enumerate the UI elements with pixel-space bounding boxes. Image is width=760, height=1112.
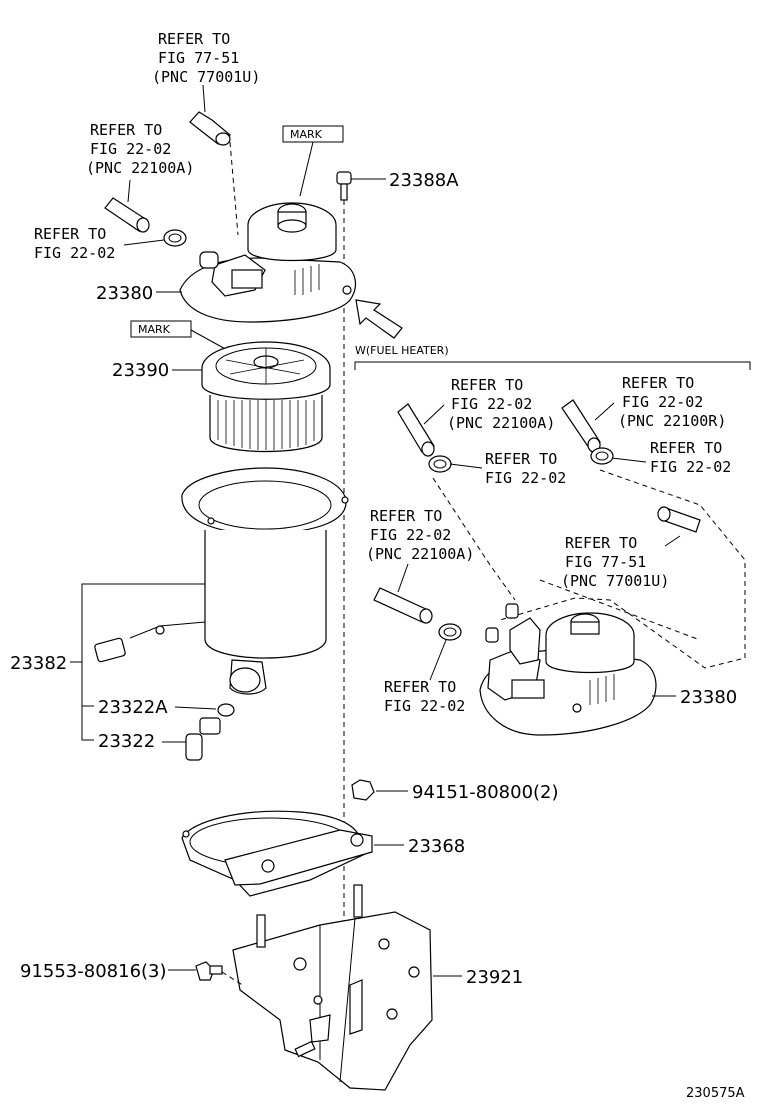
hose-heater-d	[657, 506, 701, 547]
svg-text:(PNC 77001U): (PNC 77001U)	[152, 68, 260, 86]
screw-23388a: 23388A	[336, 170, 459, 201]
svg-text:23322A: 23322A	[98, 697, 168, 718]
hose-heater-a	[397, 403, 445, 457]
o-ring-23322a	[174, 703, 235, 717]
svg-text:94151-80800(2): 94151-80800(2)	[412, 782, 559, 803]
svg-text:23390: 23390	[112, 360, 169, 381]
svg-text:REFER TO: REFER TO	[370, 507, 442, 525]
svg-text:23921: 23921	[466, 967, 523, 988]
filter-case-23382	[94, 467, 349, 695]
heater-dashed-routing	[432, 469, 746, 669]
svg-text:REFER TO: REFER TO	[34, 225, 106, 243]
svg-text:REFER TO: REFER TO	[485, 450, 557, 468]
hose-heater-c	[373, 563, 433, 624]
ref-fig-22-02-pnc-22100a-heater-lower: REFER TO FIG 22-02 (PNC 22100A)	[366, 507, 474, 563]
ref-fig-22-02-pnc-22100a-top: REFER TO FIG 22-02 (PNC 22100A)	[86, 121, 194, 177]
filter-housing-23380-heater: 23380	[479, 603, 737, 736]
ref-fig-77-51-top: REFER TO FIG 77-51 (PNC 77001U)	[152, 30, 260, 86]
ref-fig-22-02-pnc-22100a-heater: REFER TO FIG 22-02 (PNC 22100A)	[447, 376, 555, 432]
svg-text:REFER TO: REFER TO	[90, 121, 162, 139]
svg-text:(PNC 77001U): (PNC 77001U)	[561, 572, 669, 590]
svg-text:FIG 22-02: FIG 22-02	[622, 393, 703, 411]
bolt-91553: 91553-80816(3)	[20, 961, 245, 987]
svg-text:FIG 22-02: FIG 22-02	[90, 140, 171, 158]
svg-text:MARK: MARK	[138, 323, 171, 336]
figure-id: 230575A	[686, 1086, 745, 1101]
clamp-heater-b	[590, 447, 647, 465]
fuel-heater-variant-bracket: W(FUEL HEATER)	[354, 344, 751, 370]
svg-text:23382: 23382	[10, 653, 67, 674]
ref-fig-22-02-pnc-22100r: REFER TO FIG 22-02 (PNC 22100R)	[618, 374, 726, 430]
svg-text:23380: 23380	[680, 687, 737, 708]
svg-text:(PNC 22100A): (PNC 22100A)	[447, 414, 555, 432]
svg-text:FIG 77-51: FIG 77-51	[158, 49, 239, 67]
ref-fig-22-02-clamp-heater-a: REFER TO FIG 22-02	[485, 450, 566, 487]
ref-fig-22-02-clamp-heater-b: REFER TO FIG 22-02	[650, 439, 731, 476]
svg-text:23368: 23368	[408, 836, 465, 857]
svg-text:FIG 22-02: FIG 22-02	[370, 526, 451, 544]
clamp-heater-a	[428, 455, 483, 473]
filter-element-23390: 23390	[112, 341, 331, 453]
svg-text:FIG 22-02: FIG 22-02	[384, 697, 465, 715]
svg-text:REFER TO: REFER TO	[384, 678, 456, 696]
bracket-23921: 23921	[232, 884, 523, 1091]
hose-upper-left	[104, 179, 150, 233]
mark-label-filter: MARK	[130, 320, 239, 357]
hose-top	[189, 84, 239, 236]
arrow-front-indicator	[355, 299, 403, 339]
nut-94151: 94151-80800(2)	[351, 779, 559, 803]
svg-text:(PNC 22100A): (PNC 22100A)	[366, 545, 474, 563]
clamp-upper-left	[123, 229, 187, 247]
svg-text:FIG 77-51: FIG 77-51	[565, 553, 646, 571]
svg-text:REFER TO: REFER TO	[650, 439, 722, 457]
svg-text:REFER TO: REFER TO	[622, 374, 694, 392]
svg-text:FIG 22-02: FIG 22-02	[451, 395, 532, 413]
svg-text:REFER TO: REFER TO	[158, 30, 230, 48]
ref-fig-22-02-clamp-top: REFER TO FIG 22-02	[34, 225, 115, 262]
svg-text:23380: 23380	[96, 283, 153, 304]
ref-fig-77-51-heater: REFER TO FIG 77-51 (PNC 77001U)	[561, 534, 669, 590]
svg-text:W(FUEL HEATER): W(FUEL HEATER)	[355, 344, 449, 357]
svg-text:FIG 22-02: FIG 22-02	[485, 469, 566, 487]
svg-text:REFER TO: REFER TO	[565, 534, 637, 552]
svg-text:91553-80816(3): 91553-80816(3)	[20, 961, 167, 982]
bracket-23368: 23368	[181, 810, 465, 897]
svg-text:23388A: 23388A	[389, 170, 459, 191]
ref-fig-22-02-clamp-heater-c: REFER TO FIG 22-02	[384, 678, 465, 715]
part-group-bracket: 23382 23322A 23322	[10, 583, 205, 752]
svg-text:23322: 23322	[98, 731, 155, 752]
mark-label-housing: MARK	[282, 125, 344, 197]
sensor-23322	[162, 717, 221, 761]
svg-text:MARK: MARK	[290, 128, 323, 141]
filter-housing-23380: 23380	[96, 202, 357, 323]
svg-text:(PNC 22100R): (PNC 22100R)	[618, 412, 726, 430]
svg-text:FIG 22-02: FIG 22-02	[34, 244, 115, 262]
svg-text:REFER TO: REFER TO	[451, 376, 523, 394]
svg-text:(PNC 22100A): (PNC 22100A)	[86, 159, 194, 177]
svg-text:FIG 22-02: FIG 22-02	[650, 458, 731, 476]
clamp-heater-c	[429, 623, 462, 681]
hose-heater-b	[561, 399, 615, 453]
